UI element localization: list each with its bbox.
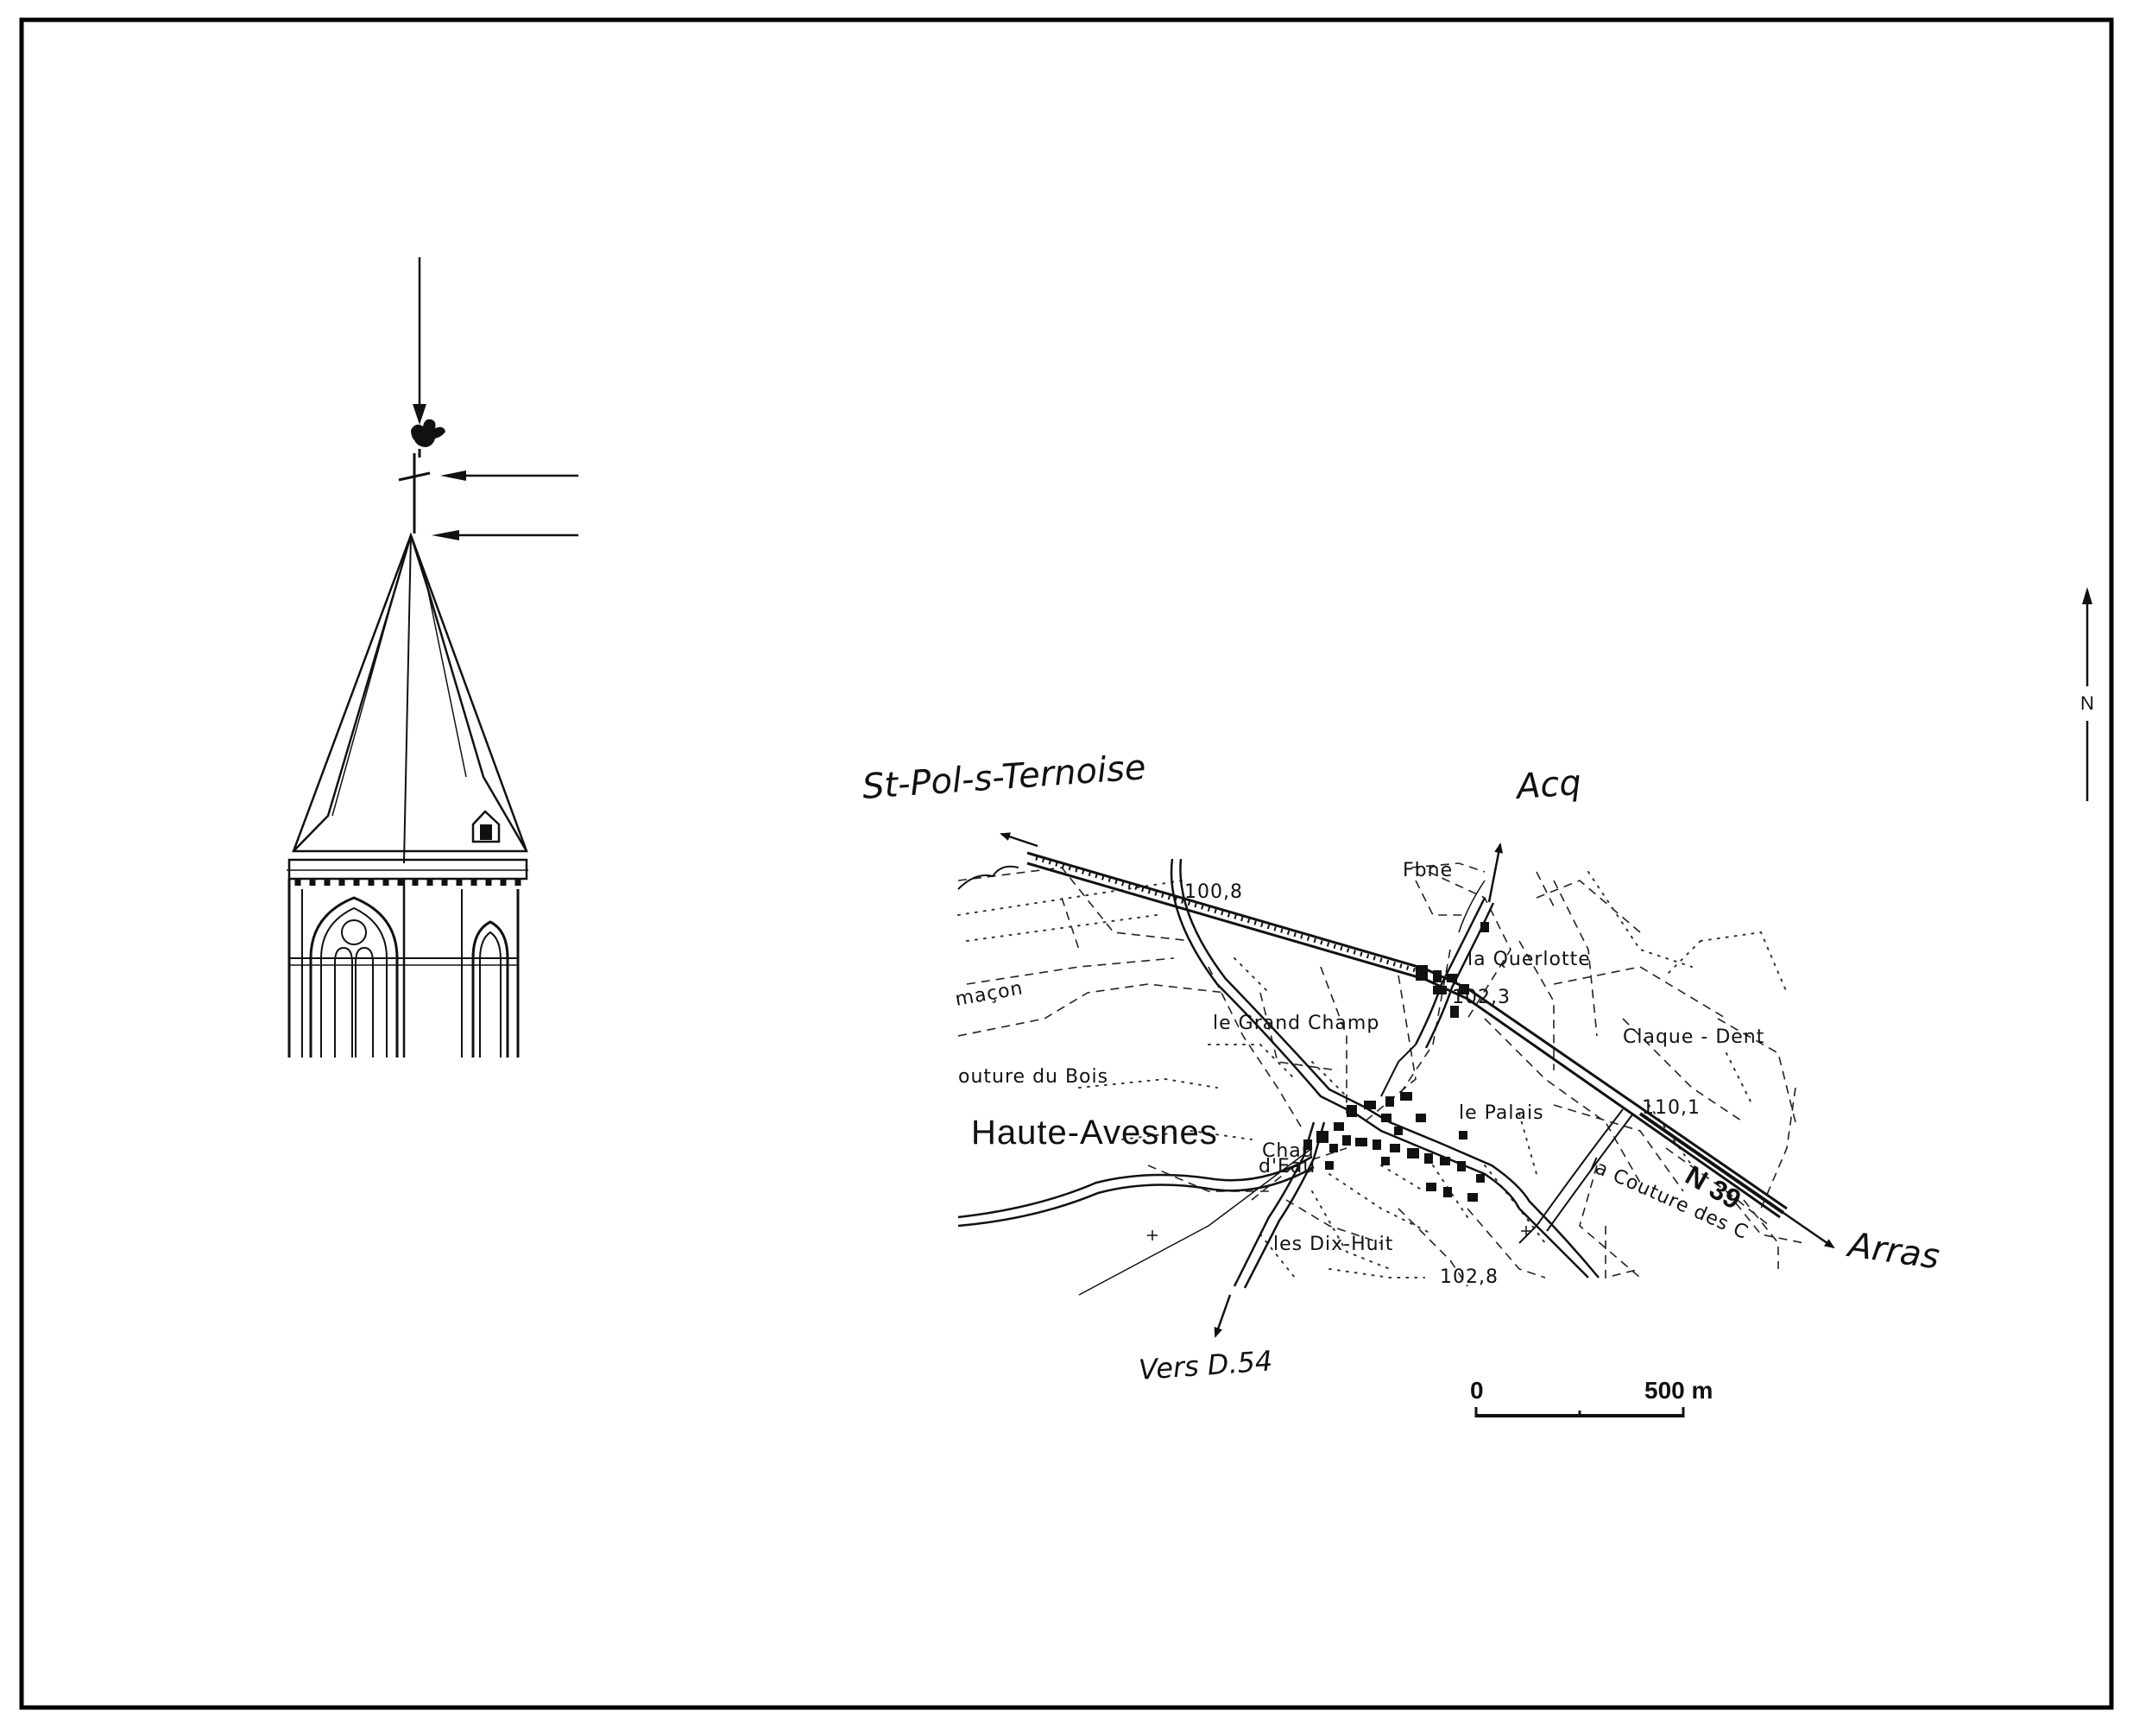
- village-buildings: [1303, 922, 1489, 1202]
- arrow-south-d54: [1214, 1294, 1232, 1338]
- stream-line: [957, 865, 1019, 890]
- destination-d54: Vers D.54: [1138, 1344, 1274, 1386]
- destination-acq: Acq: [1512, 763, 1582, 807]
- scale-end-label: 500 m: [1644, 1377, 1713, 1404]
- north-label: N: [2080, 692, 2094, 714]
- arrow-west-stpol: [1000, 832, 1038, 848]
- scale-bar: 0 500 m: [1470, 1377, 1713, 1417]
- place-claque-dent: Claque - Dent: [1623, 1026, 1764, 1048]
- elevation-102-3: 102,3: [1452, 987, 1511, 1008]
- place-chateau-deau-1: Chau: [1262, 1140, 1315, 1162]
- place-macon: maçon: [954, 977, 1025, 1010]
- place-le-palais: le Palais: [1459, 1102, 1544, 1124]
- arrow-north-acq: [1487, 843, 1504, 903]
- elevation-100-8: 100,8: [1184, 881, 1243, 903]
- location-map: St-Pol-s-Ternoise Acq Arras Vers D.54 Ha…: [861, 748, 1941, 1386]
- place-le-grand-champ: le Grand Champ: [1213, 1013, 1379, 1034]
- destination-arras: Arras: [1844, 1225, 1942, 1278]
- place-les-dix-huit: les Dix-Huit: [1273, 1234, 1393, 1255]
- place-chateau-deau-2: d'Eau: [1259, 1156, 1316, 1177]
- secondary-roads: [957, 843, 1634, 1338]
- steeple-illustration: [287, 257, 578, 1057]
- weathercock-icon: [411, 419, 445, 458]
- place-fbne: Fbne: [1403, 860, 1453, 881]
- scale-start-label: 0: [1470, 1377, 1484, 1404]
- place-couture-du-bois: outure du Bois: [958, 1066, 1108, 1088]
- page-border: [19, 17, 2114, 1710]
- elevation-110-1: 110,1: [1642, 1097, 1701, 1119]
- elevation-102-8: 102,8: [1440, 1266, 1499, 1288]
- north-arrow: N: [2080, 587, 2094, 801]
- village-name: Haute-Avesnes: [971, 1114, 1218, 1152]
- place-la-querlotte: la Querlotte: [1467, 949, 1591, 970]
- destination-st-pol: St-Pol-s-Ternoise: [861, 748, 1146, 807]
- arrow-east-arras: [1783, 1211, 1835, 1249]
